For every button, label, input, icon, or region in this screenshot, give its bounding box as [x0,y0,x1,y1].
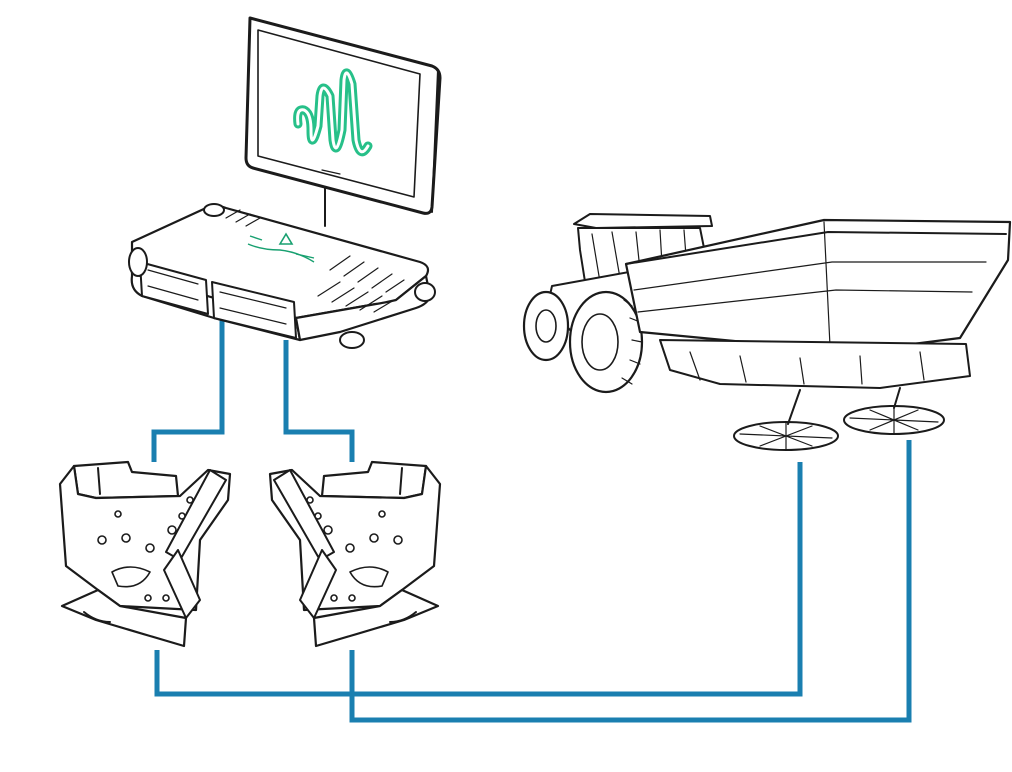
cable-group [151,318,912,723]
monitor-display-icon [244,16,442,227]
cable-left-actuator-to-spreader [154,462,803,697]
tractor-fertilizer-spreader-icon [522,213,1012,451]
cable-ecu-to-left-actuator [151,318,225,462]
waveform-logo-icon [293,68,373,157]
spreader-actuator-left-icon [58,460,232,648]
cable-ecu-to-right-actuator [283,340,355,462]
ecu-controller-box-icon [128,203,436,349]
spreader-actuator-right-icon [268,460,442,648]
cable-right-actuator-to-spreader [349,440,912,723]
